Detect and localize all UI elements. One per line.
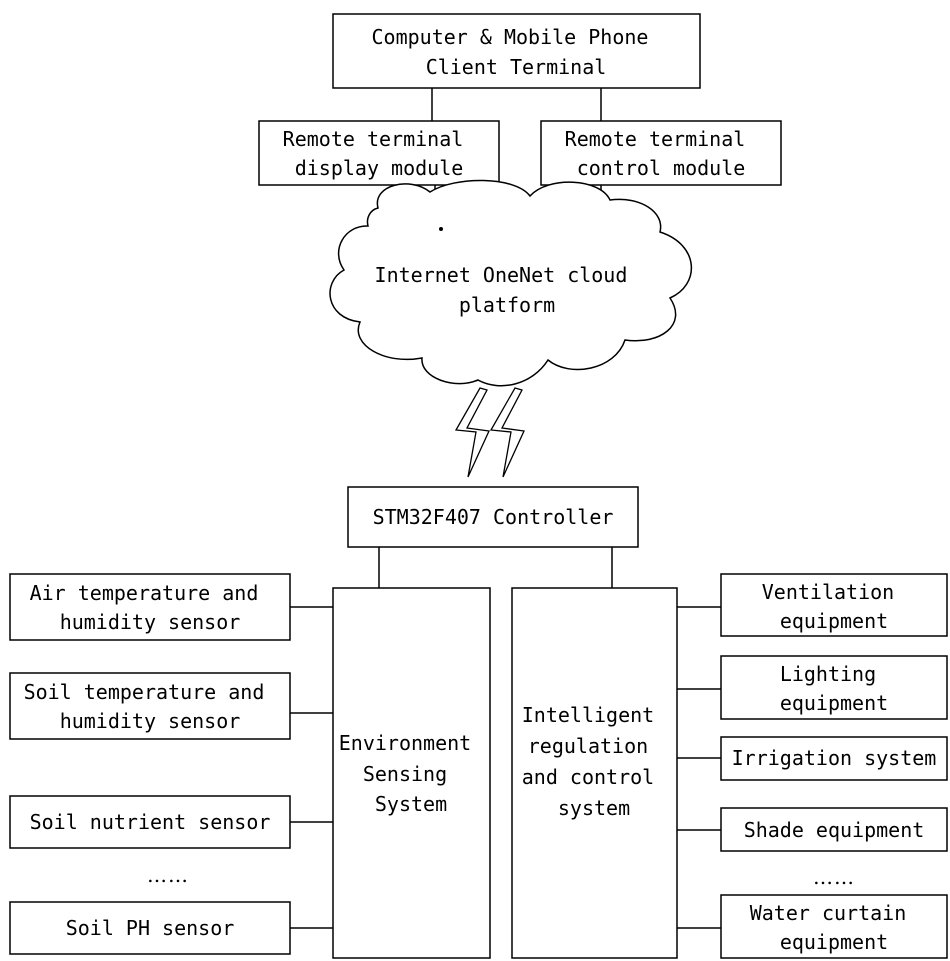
sensor-ellipsis: …… — [147, 863, 189, 887]
equip-label-shade: Shade equipment — [744, 818, 925, 842]
control-module-box — [540, 120, 782, 186]
controller-box — [347, 486, 639, 548]
equip-box-ventilation — [720, 573, 948, 637]
regulation-system-box — [511, 587, 678, 959]
equip-box-lighting — [720, 655, 948, 720]
equip-box-irrigation — [720, 736, 948, 781]
controller-label: STM32F407 Controller — [373, 505, 614, 529]
lightning-bolt-icon — [489, 387, 525, 478]
cloud-junction-dot — [439, 227, 443, 231]
equip-label-ventilation: Ventilation equipment — [762, 580, 907, 633]
regulation-system-label: Intelligent regulation and control syste… — [522, 703, 667, 820]
cloud-label: Internet OneNet cloud platform — [375, 263, 640, 317]
sensor-box-nutrient — [9, 795, 291, 849]
sensor-box-ph — [9, 901, 291, 955]
sensor-box-air — [9, 573, 291, 641]
connectors — [290, 88, 721, 929]
sensor-box-soil-temp — [9, 672, 291, 740]
cloud-shape — [329, 179, 693, 387]
display-module-box — [258, 120, 500, 186]
equip-label-water-curtain: Water curtain equipment — [750, 901, 919, 954]
sensor-label-nutrient: Soil nutrient sensor — [30, 810, 271, 834]
env-system-label: Environment Sensing System — [339, 731, 484, 816]
wireless-link — [454, 387, 525, 478]
control-module-label: Remote terminal control module — [565, 127, 758, 180]
equip-box-shade — [720, 807, 948, 852]
client-terminal-label: Computer & Mobile Phone Client Terminal — [372, 25, 661, 79]
equip-box-water-curtain — [720, 894, 948, 959]
equipment-ellipsis: …… — [813, 865, 855, 889]
lightning-bolt-icon — [454, 387, 490, 478]
equip-label-lighting: Lighting equipment — [780, 662, 888, 715]
sensor-label-soil-temp: Soil temperature and humidity sensor — [24, 680, 277, 733]
equip-label-irrigation: Irrigation system — [732, 746, 937, 770]
env-system-box — [332, 587, 491, 959]
sensor-label-ph: Soil PH sensor — [66, 916, 235, 940]
sensor-label-air: Air temperature and humidity sensor — [30, 581, 271, 634]
display-module-label: Remote terminal display module — [283, 127, 476, 180]
client-terminal-box — [332, 13, 701, 89]
